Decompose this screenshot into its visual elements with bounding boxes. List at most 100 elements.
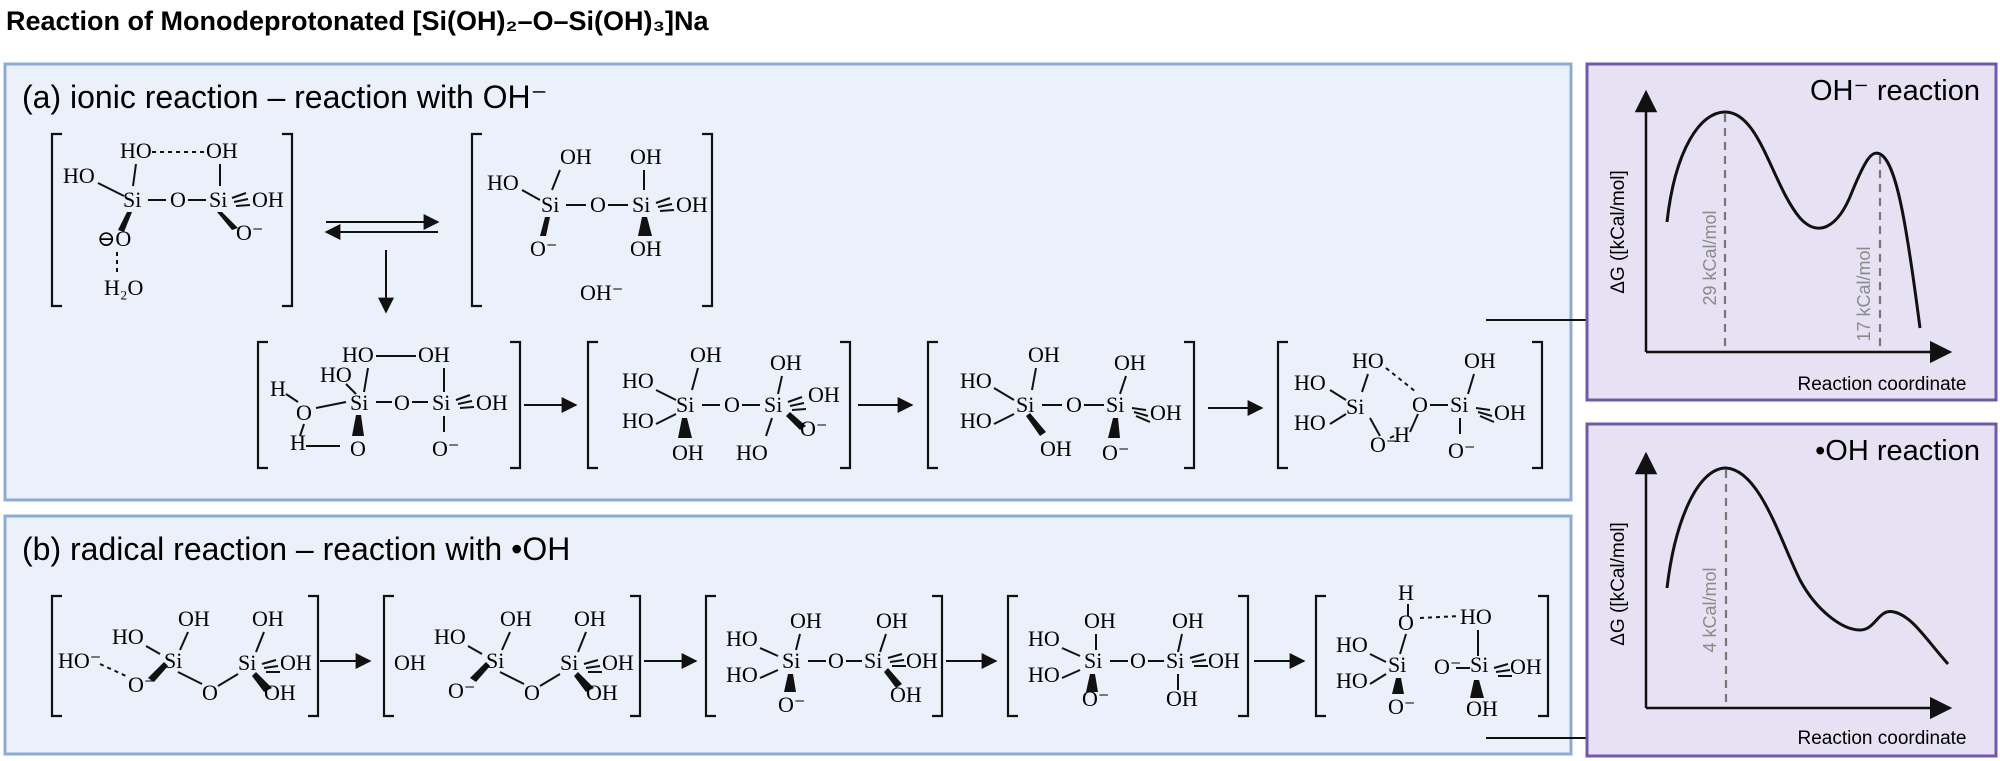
atom-label: H	[1398, 580, 1414, 605]
atom-label: HO	[1294, 370, 1326, 395]
atom-label: O	[590, 192, 606, 217]
atom-label: OH	[672, 440, 704, 465]
atom-label: H₂O	[104, 275, 143, 300]
atom-label: O	[724, 392, 740, 417]
y-axis-label: ΔG ([kCal/mol]	[1608, 170, 1629, 294]
atom-label: Si	[1166, 648, 1184, 673]
atom-label: OH	[560, 144, 592, 169]
atom-label: OH	[1028, 342, 1060, 367]
chart-title: •OH reaction	[1815, 435, 1980, 467]
atom-label: O	[170, 187, 186, 212]
structure-b4: OH OH HO Si O Si OH HO O⁻ OH	[1006, 594, 1250, 718]
atom-label: O	[296, 400, 312, 425]
atom-label: HO	[726, 626, 758, 651]
atom-label: Si	[541, 192, 559, 217]
atom-label: HO	[1028, 626, 1060, 651]
structure-a4: OH OH HO Si O Si OH HO OH O⁻ HO	[586, 340, 852, 470]
atom-label: HO	[63, 163, 95, 188]
atom-label: HO	[1336, 668, 1368, 693]
atom-label: O	[1398, 610, 1414, 635]
figure-title: Reaction of Monodeprotonated [Si(OH)₂–O–…	[6, 6, 709, 36]
atom-label: HO	[960, 368, 992, 393]
atom-label: HO	[622, 408, 654, 433]
x-axis-label: Reaction coordinate	[1798, 374, 1967, 395]
atom-label: OH	[1166, 686, 1198, 711]
chart-title: OH⁻ reaction	[1810, 75, 1980, 107]
structure-b2: OH HO OH O⁻ Si O Si OH OH OH	[382, 594, 642, 718]
chart-frame	[1585, 62, 1998, 402]
atom-label: OH	[1150, 400, 1182, 425]
atom-label: OH	[630, 144, 662, 169]
atom-label: OH	[1494, 400, 1526, 425]
atom-label: Si	[432, 390, 450, 415]
atom-label: O⁻	[1388, 694, 1416, 719]
atom-label: Si	[1470, 652, 1488, 677]
atom-label: H	[1394, 422, 1410, 447]
energy-curve	[1665, 110, 1922, 329]
atom-label: O⁻	[1448, 438, 1476, 463]
atom-label: OH	[602, 650, 634, 675]
atom-label: Si	[238, 650, 256, 675]
energy-chart-ionic: OH⁻ reaction Reaction coordinate ΔG ([kC…	[1585, 62, 1998, 402]
barrier-label-1: 4 kCal/mol	[1700, 567, 1720, 652]
structure-a5: OH OH HO Si O Si OH HO OH O⁻	[926, 340, 1196, 470]
atom-label: HO	[622, 368, 654, 393]
atom-label: HO	[1028, 662, 1060, 687]
atom-label: OH	[206, 138, 238, 163]
atom-label: OH	[1114, 350, 1146, 375]
atom-label: O⁻	[1102, 440, 1130, 465]
atom-label: HO	[736, 440, 768, 465]
structure-a3: HO OH H HO O Si O Si OH H O O⁻	[256, 340, 522, 470]
atom-label: O⁻	[1434, 654, 1462, 679]
structure-a6: HO OH HO Si HO O⁻ H O Si OH O⁻	[1276, 340, 1544, 470]
atom-label: O⁻	[778, 692, 806, 717]
atom-label: OH	[1040, 436, 1072, 461]
atom-label: O	[1412, 392, 1428, 417]
atom-label: Si	[1388, 652, 1406, 677]
atom-label: HO	[487, 170, 519, 195]
atom-label: O	[1130, 648, 1146, 673]
atom-label: OH	[890, 682, 922, 707]
atom-label: HO	[1460, 604, 1492, 629]
atom-label: O	[828, 648, 844, 673]
y-axis-label: ΔG ([kCal/mol]	[1608, 522, 1629, 646]
atom-label: H	[290, 430, 306, 455]
atom-label: OH	[476, 390, 508, 415]
atom-label: Si	[560, 650, 578, 675]
barrier-label-1: 29 kCal/mol	[1700, 210, 1720, 305]
atom-label: HO	[342, 342, 374, 367]
atom-label: HO	[320, 362, 352, 387]
atom-label: ⊖O	[97, 226, 131, 251]
atom-label: OH	[500, 606, 532, 631]
atom-label: Si	[209, 187, 227, 212]
atom-label: Si	[350, 390, 368, 415]
atom-label: Si	[864, 648, 882, 673]
atom-label: OH	[1208, 648, 1240, 673]
structure-b1: HO⁻ O⁻ HO OH Si O Si OH OH OH	[50, 594, 320, 718]
atom-label: OH	[264, 680, 296, 705]
ionic-panel	[3, 62, 1573, 502]
atom-label: O	[1066, 392, 1082, 417]
atom-label: HO	[960, 408, 992, 433]
structure-b5: H O HO HO Si HO O⁻ O⁻ Si OH OH	[1314, 580, 1550, 721]
atom-label: Si	[1106, 392, 1124, 417]
x-axis-label: Reaction coordinate	[1798, 728, 1967, 749]
atom-label: OH	[676, 192, 708, 217]
atom-label: OH	[808, 382, 840, 407]
atom-label: Si	[1084, 648, 1102, 673]
atom-label: OH	[770, 350, 802, 375]
atom-label: Si	[164, 648, 182, 673]
atom-label: Si	[1016, 392, 1034, 417]
atom-label: OH	[1510, 654, 1542, 679]
atom-label: O⁻	[236, 220, 264, 245]
atom-label: HO⁻	[58, 648, 101, 673]
atom-label: Si	[1346, 394, 1364, 419]
atom-label: HO	[1294, 410, 1326, 435]
atom-label: OH	[586, 680, 618, 705]
atom-label: OH	[252, 606, 284, 631]
barrier-label-2: 17 kCal/mol	[1854, 246, 1874, 341]
radical-panel	[3, 514, 1573, 756]
atom-label: OH	[418, 342, 450, 367]
atom-label: OH	[252, 187, 284, 212]
atom-label: O⁻	[448, 678, 476, 703]
